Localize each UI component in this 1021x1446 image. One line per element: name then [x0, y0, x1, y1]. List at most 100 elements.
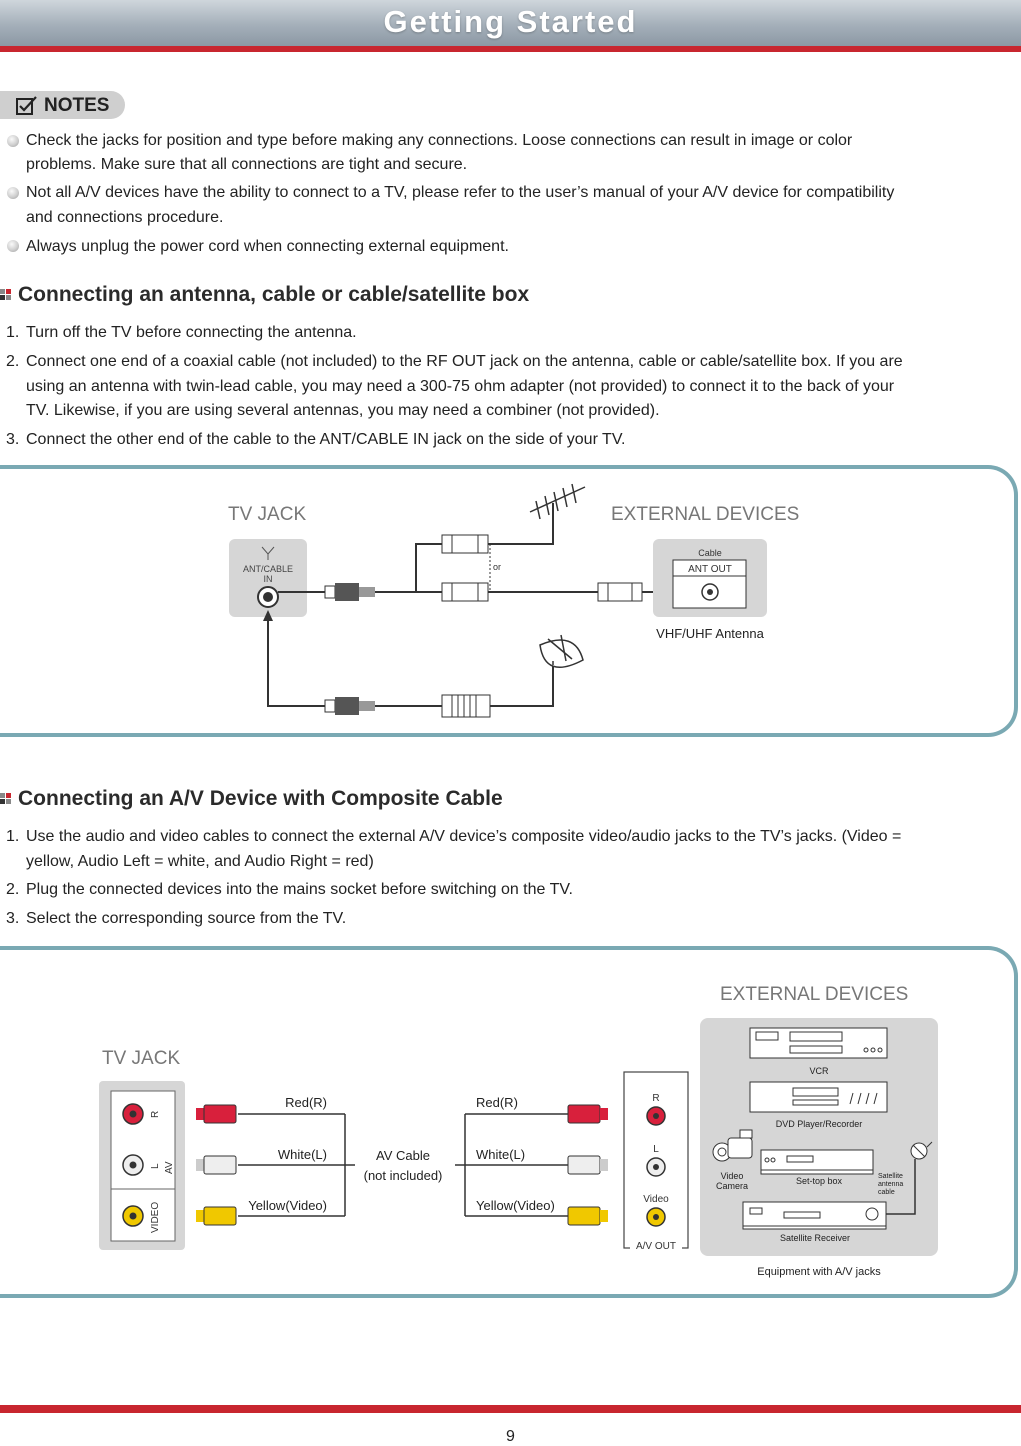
- checkbox-note-icon: [16, 96, 37, 115]
- splitter-connector-icon: [441, 694, 491, 718]
- av-out-label: A/V OUT: [636, 1241, 676, 1252]
- section-antenna-heading: Connecting an antenna, cable or cable/sa…: [18, 283, 530, 306]
- satellite-receiver-icon: [742, 1201, 887, 1230]
- not-included-label: (not included): [364, 1168, 443, 1183]
- tv-jack-heading: TV JACK: [102, 1048, 180, 1069]
- note-item-2-line1: Not all A/V devices have the ability to …: [26, 184, 895, 201]
- section-icon: [0, 793, 12, 805]
- white-right-label: White(L): [476, 1147, 525, 1162]
- antenna-step-3: Connect the other end of the cable to th…: [26, 431, 626, 448]
- step-number: 2.: [6, 881, 20, 898]
- tv-jack-panel: [229, 539, 307, 617]
- av-step-3: Select the corresponding source from the…: [26, 910, 347, 927]
- coax-plug-icon: [324, 697, 375, 715]
- red-left-label: Red(R): [285, 1095, 327, 1110]
- page-header: Getting Started: [0, 0, 1021, 46]
- av-step-1-line1: Use the audio and video cables to connec…: [26, 828, 902, 845]
- rca-plug-yellow-icon: [567, 1206, 608, 1226]
- av-step-2: Plug the connected devices into the main…: [26, 881, 573, 898]
- panel-l-label: L: [150, 1163, 161, 1169]
- coax-plug-icon: [324, 583, 375, 601]
- equipment-caption: Equipment with A/V jacks: [757, 1266, 881, 1278]
- coax-plug-icon: [597, 582, 643, 602]
- notes-badge: NOTES: [0, 91, 125, 119]
- ant-out-label: ANT OUT: [688, 564, 732, 575]
- satellite-cable-label-3: cable: [878, 1189, 895, 1196]
- cable-label: Cable: [698, 548, 722, 558]
- section-icon: [0, 289, 12, 301]
- header-divider: [0, 46, 1021, 52]
- video-camera-label-2: Camera: [716, 1181, 748, 1191]
- satellite-dish-icon: [539, 634, 584, 668]
- arrow-up-icon: [263, 610, 273, 621]
- note-item-3: Always unplug the power cord when connec…: [26, 238, 509, 255]
- yellow-left-label: Yellow(Video): [248, 1198, 327, 1213]
- rca-plug-red-icon: [196, 1104, 237, 1124]
- av-step-1-line2: yellow, Audio Left = white, and Audio Ri…: [26, 853, 374, 870]
- out-l-label: L: [653, 1144, 659, 1155]
- av-diagram: TV JACK EXTERNAL DEVICES R L AV VIDEO Re…: [99, 984, 938, 1278]
- set-top-box-label: Set-top box: [796, 1176, 843, 1186]
- antenna-symbol-icon: [261, 546, 275, 560]
- panel-video-label: VIDEO: [150, 1202, 161, 1233]
- antenna-step-1: Turn off the TV before connecting the an…: [26, 324, 357, 341]
- step-number: 3.: [6, 910, 20, 927]
- vhf-uhf-antenna-icon: [529, 483, 586, 520]
- satellite-receiver-label: Satellite Receiver: [780, 1233, 850, 1243]
- bullet-icon: [7, 187, 19, 199]
- notes-label: NOTES: [44, 95, 110, 116]
- note-item-1-line2: problems. Make sure that all connections…: [26, 156, 468, 173]
- or-label: or: [493, 562, 501, 572]
- out-video-label: Video: [643, 1194, 669, 1205]
- coax-plug-icon: [441, 534, 489, 554]
- dvd-player-icon: [749, 1081, 888, 1113]
- vhf-uhf-antenna-label: VHF/UHF Antenna: [656, 626, 764, 641]
- bullet-icon: [7, 135, 19, 147]
- satellite-cable-label-1: Satellite: [878, 1173, 903, 1180]
- step-number: 3.: [6, 431, 20, 448]
- rca-plug-white-icon: [567, 1155, 608, 1175]
- step-number: 1.: [6, 324, 20, 341]
- coax-jack-core: [263, 592, 273, 602]
- dvd-label: DVD Player/Recorder: [776, 1119, 863, 1129]
- footer-divider: [0, 1405, 1021, 1413]
- rca-plug-yellow-icon: [196, 1206, 237, 1226]
- antenna-diagram-frame: [0, 465, 1018, 737]
- antenna-step-2-line1: Connect one end of a coaxial cable (not …: [26, 353, 903, 370]
- video-camera-label-1: Video: [721, 1171, 744, 1181]
- note-item-2-line2: and connections procedure.: [26, 209, 224, 226]
- panel-av-label: AV: [164, 1161, 175, 1174]
- section-av-heading: Connecting an A/V Device with Composite …: [18, 787, 503, 810]
- page-number: 9: [506, 1428, 515, 1445]
- vcr-label: VCR: [809, 1066, 829, 1076]
- set-top-box-icon: [760, 1149, 874, 1175]
- av-diagram-frame: [0, 946, 1018, 1298]
- jack-label-line2: IN: [264, 574, 273, 584]
- jack-label-line1: ANT/CABLE: [243, 564, 293, 574]
- external-devices-panel: [700, 1018, 938, 1256]
- external-devices-heading: EXTERNAL DEVICES: [720, 984, 908, 1005]
- panel-r-label: R: [150, 1111, 161, 1118]
- satellite-dish-icon: [910, 1141, 933, 1160]
- white-left-label: White(L): [278, 1147, 327, 1162]
- antenna-diagram: TV JACK EXTERNAL DEVICES ANT/CABLE IN Ca…: [228, 483, 799, 718]
- bullet-icon: [7, 240, 19, 252]
- rca-plug-red-icon: [567, 1104, 608, 1124]
- av-cable-label: AV Cable: [376, 1148, 430, 1163]
- satellite-cable-label-2: antenna: [878, 1181, 903, 1188]
- rca-plug-white-icon: [196, 1155, 237, 1175]
- page-title: Getting Started: [383, 4, 638, 39]
- coax-plug-icon: [441, 582, 489, 602]
- red-right-label: Red(R): [476, 1095, 518, 1110]
- out-r-label: R: [652, 1093, 659, 1104]
- video-camera-icon: [712, 1129, 753, 1162]
- antenna-step-2-line3: TV. Likewise, if you are using several a…: [26, 402, 660, 419]
- step-number: 2.: [6, 353, 20, 370]
- yellow-right-label: Yellow(Video): [476, 1198, 555, 1213]
- tv-jack-heading: TV JACK: [228, 504, 306, 525]
- note-item-1-line1: Check the jacks for position and type be…: [26, 132, 853, 149]
- step-number: 1.: [6, 828, 20, 845]
- vcr-icon: [749, 1027, 888, 1059]
- antenna-step-2-line2: using an antenna with twin-lead cable, y…: [26, 378, 895, 395]
- external-devices-heading: EXTERNAL DEVICES: [611, 504, 799, 525]
